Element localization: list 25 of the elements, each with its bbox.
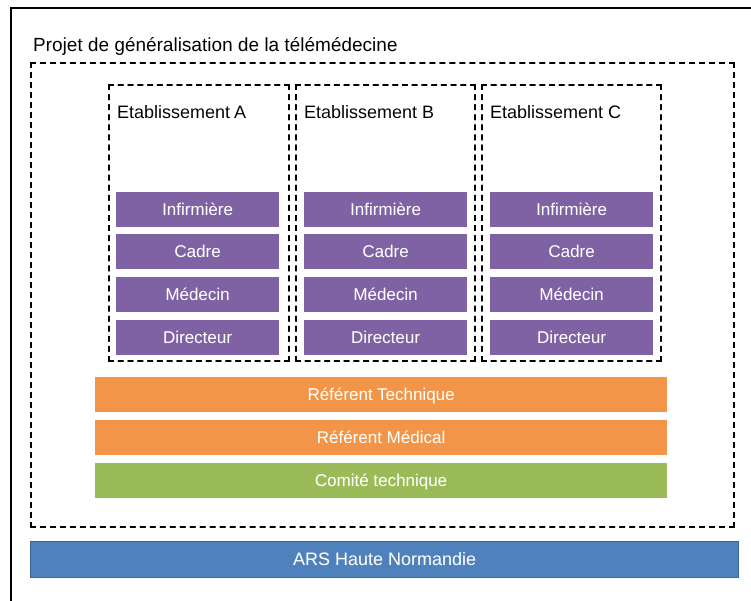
role-bar: Référent Médical [95,420,667,455]
role-bar: Directeur [304,320,467,355]
dashed-group-box [295,84,476,362]
dashed-group-box [481,84,662,362]
role-bar: Référent Technique [95,377,667,412]
role-bar: Infirmière [116,192,279,227]
role-bar: Médecin [304,277,467,312]
dashed-group-box [30,62,735,528]
role-bar: Cadre [490,234,653,269]
agency-bar: ARS Haute Normandie [30,541,739,578]
group-heading: Etablissement C [490,101,622,124]
dashed-group-box [108,84,290,362]
group-heading: Etablissement A [117,101,246,124]
frame-heading: Projet de généralisation de la télémédecine [33,34,398,58]
role-bar: Infirmière [490,192,653,227]
role-bar: Médecin [490,277,653,312]
committee-bar: Comité technique [95,463,667,498]
diagram-frame [10,7,751,601]
role-bar: Médecin [116,277,279,312]
role-bar: Infirmière [304,192,467,227]
role-bar: Cadre [116,234,279,269]
role-bar: Cadre [304,234,467,269]
group-heading: Etablissement B [304,101,434,124]
role-bar: Directeur [490,320,653,355]
role-bar: Directeur [116,320,279,355]
